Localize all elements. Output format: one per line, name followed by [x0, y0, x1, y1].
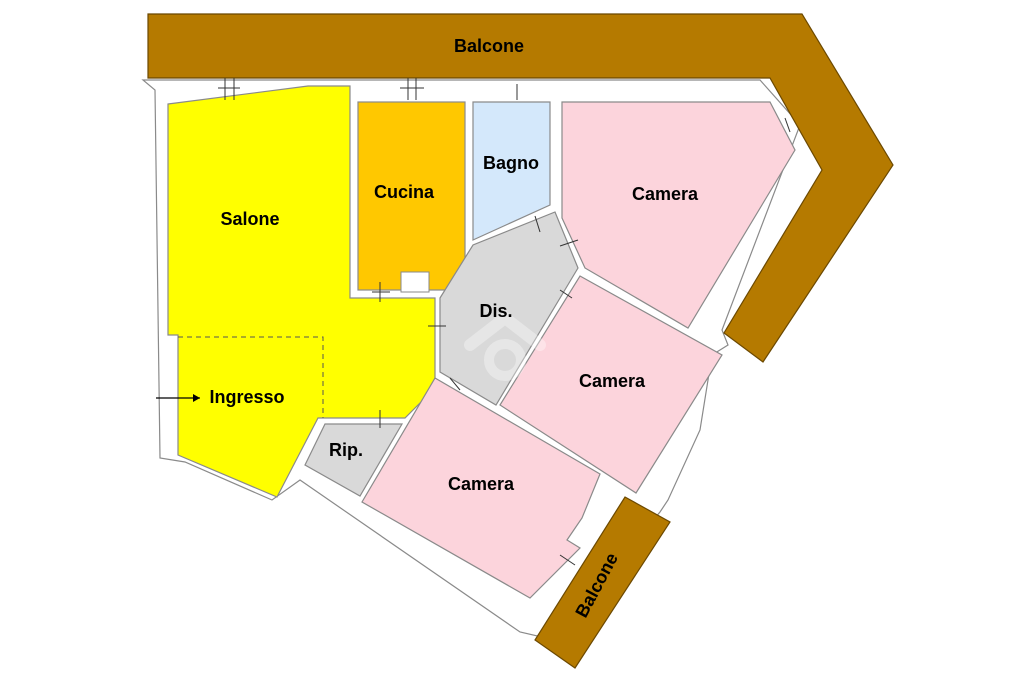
label-camera-2: Camera [579, 371, 646, 391]
label-ingresso: Ingresso [209, 387, 284, 407]
entrance-arrow-icon [156, 394, 200, 402]
label-cucina: Cucina [374, 182, 435, 202]
label-salone: Salone [220, 209, 279, 229]
room-bagno [472, 101, 551, 241]
logo-watermark-icon [464, 310, 546, 381]
room-camera-2 [499, 275, 723, 494]
room-camera-1 [561, 101, 796, 329]
room-salone [167, 85, 436, 498]
balcony-bottom [534, 496, 671, 669]
wall-ticks [218, 78, 791, 566]
room-cucina [357, 101, 466, 291]
label-bagno: Bagno [483, 153, 539, 173]
label-camera-3: Camera [448, 474, 515, 494]
label-ripostiglio: Rip. [329, 440, 363, 460]
room-camera-3 [361, 377, 601, 599]
cucina-niche [400, 271, 430, 293]
label-camera-1: Camera [632, 184, 699, 204]
room-ripostiglio [304, 423, 404, 497]
label-balcone-top: Balcone [454, 36, 524, 56]
room-disimpegno [439, 211, 579, 406]
label-disimpegno: Dis. [479, 301, 512, 321]
balcony-top [147, 13, 894, 363]
ingresso-boundary [178, 336, 324, 418]
